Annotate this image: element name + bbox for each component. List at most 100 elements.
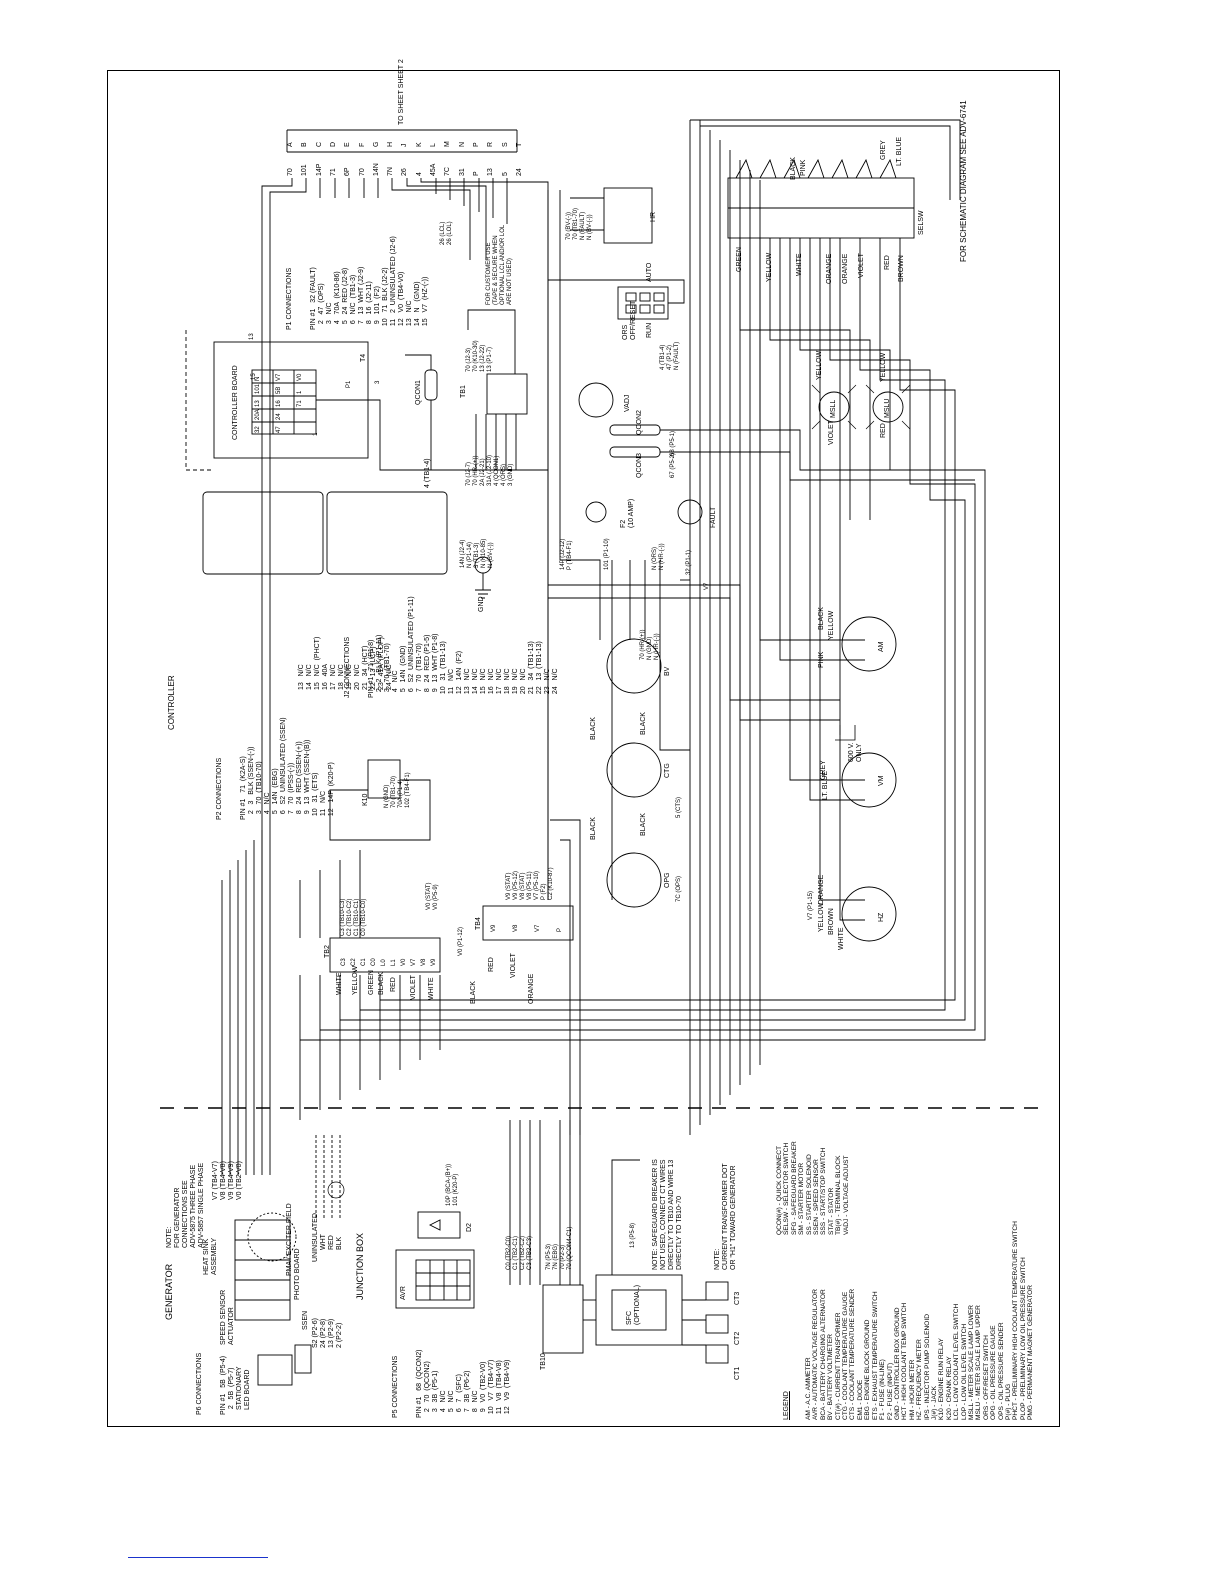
lead-13: 13 (P5-8) <box>630 1222 636 1248</box>
quick-connects <box>405 354 985 481</box>
generator-wire-color: RED <box>488 957 495 972</box>
msll-yellow: YELLOW <box>816 350 823 380</box>
j2-connections-rows: PIN #1 71 (P1-8) 2 2 BLK (P1-11) 3 70 (T… <box>368 596 559 698</box>
note-600v: 600 V. ONLY <box>848 742 863 762</box>
strip-letter: F <box>358 142 366 147</box>
k10-leads: N (GND) 70 (TB1-70) 70A (P1-4) 102 (TB4-… <box>384 772 411 808</box>
tb4-terminal: V8 <box>513 924 519 932</box>
qcon3-label: QCON3 <box>636 453 643 478</box>
gnd-leads: 14N (J2-4) N (P1-14) 3 (TB1-3) N (K10-85… <box>460 538 494 568</box>
p2-connections-rows: PIN #1 71 (K2A-S) 2 3 BLK (SSEN-(-)) 3 7… <box>240 717 335 820</box>
auto-label: AUTO <box>646 262 653 282</box>
selsw-wire-label: WHITE <box>796 253 803 276</box>
generator-wire-color: GREEN <box>368 970 375 995</box>
strip-wire: 13 <box>487 168 495 176</box>
junction-wires <box>315 1135 341 1220</box>
v-leads: V7 (TB4-V7) V8 (TB4-V8) V9 (TB4-V9) V0 (… <box>212 1161 243 1200</box>
strip-wire: 5 <box>501 172 509 176</box>
p1-1-lead: 32 (P1-1) <box>686 549 692 575</box>
p5-rows: PIN #1 68 (QCON2) 2 70 (QCON2) 3 3B (P5-… <box>416 1349 511 1418</box>
selsw-wire-label: PINK <box>800 159 807 176</box>
strip-letter: C <box>315 141 323 147</box>
strip-letter: L <box>430 143 437 147</box>
hz-label: HZ <box>878 912 885 922</box>
lamp-rays <box>811 384 911 430</box>
hr-leads: 70 (BV-(-)) 70 (TB1-70) N (FAULT) N (BV-… <box>566 207 593 240</box>
p1-10-lead: 101 (P1-10) <box>604 538 610 570</box>
legend-title: LEGEND <box>782 1391 790 1420</box>
generator-wire-color: WHITE <box>428 977 435 1000</box>
qcon2-label: QCON2 <box>636 410 643 435</box>
bv-label: BV <box>664 666 671 676</box>
fault-label: FAULT <box>710 506 717 528</box>
strip-letter: T <box>515 142 523 147</box>
opg-black: BLACK <box>640 813 647 836</box>
tb2-terminal: L0 <box>381 959 387 966</box>
msll-violet: VIOLET <box>828 420 835 445</box>
p2-connections: P2 CONNECTIONS PIN #1 71 (K2A-S) 2 3 BLK… <box>200 717 344 820</box>
red-label: RED <box>328 1235 335 1250</box>
generator-wire-color: BLACK <box>378 972 385 995</box>
tb2-terminal: V8 <box>421 958 427 966</box>
t4-label: T4 <box>360 353 367 362</box>
d2-diode <box>417 1211 461 1239</box>
selsw-wire-label: ORANGE <box>826 253 833 284</box>
strip-wire: 14N <box>372 163 380 176</box>
board-pin: 5B <box>276 386 282 394</box>
tb4-title: TB4 <box>475 917 482 930</box>
legend: LEGEND AM - A.C. AMMETER AVR - AUTOMATIC… <box>768 1221 1042 1420</box>
vm-ltblue: LT. BLUE <box>822 770 829 800</box>
p6-title: P6 CONNECTIONS <box>196 1352 203 1415</box>
am-label: AM <box>878 641 885 653</box>
f2-label: F2 (10 AMP) <box>620 498 635 528</box>
opg-lead: 7C (OPS) <box>676 875 682 902</box>
strip-wire: 71 <box>329 168 337 176</box>
strip-letter: E <box>344 142 352 147</box>
strip-wires <box>261 178 549 1000</box>
footer-link[interactable] <box>128 1557 268 1558</box>
ctg-label: CTG <box>664 763 671 778</box>
s-leads: S2 (P2-6) 24 (P2-8) 13 (P2-9) 2 (P2-2) <box>312 1318 343 1348</box>
p2-connections-title: P2 CONNECTIONS <box>216 757 223 820</box>
avr-block <box>395 1249 475 1309</box>
board-pin: 24 <box>276 413 282 420</box>
selsw-wire-label: LT. BLUE <box>896 136 903 166</box>
uninsulated-label: UNINSULATED <box>312 1213 319 1262</box>
strip-wire: 70 <box>358 168 366 176</box>
bv-black: BLACK <box>590 717 597 740</box>
tb4-terminal: V7 <box>535 924 541 932</box>
p5-connections: P5 CONNECTIONS PIN #1 68 (QCON2) 2 70 (Q… <box>376 1350 520 1418</box>
p1-connections: P1 CONNECTIONS PIN #1 32 (FAULT) 2 47 (O… <box>270 236 438 330</box>
strip-wire: 31 <box>458 168 466 176</box>
selsw-wire-label: YELLOW <box>766 252 773 282</box>
p5-title: P5 CONNECTIONS <box>392 1355 399 1418</box>
board-pin: V0 <box>297 373 303 381</box>
selsw-block <box>727 158 915 239</box>
ctg-lead: 5 (CTS) <box>676 797 682 818</box>
generator-wire-color: WHITE <box>336 972 343 995</box>
mslu-red: RED <box>880 423 887 438</box>
hour-meter <box>570 187 653 244</box>
tb4-leads: V9 (STAT) V9 (P5-12) V8 (STAT) V8 (P5-11… <box>506 867 554 900</box>
selsw-wire-label: RED <box>884 255 891 270</box>
strip-letter: D <box>329 141 337 147</box>
strip-letter: G <box>372 141 380 147</box>
board-pin: V7 <box>276 373 282 381</box>
board-pin: 1 <box>297 390 303 394</box>
generator-wire-color: RED <box>390 977 397 992</box>
strip-letter: J <box>401 143 409 148</box>
ssen-label: SSEN <box>302 1310 309 1330</box>
ct-note: NOTE: CURRENT TRANSFORMER DOT OR "H1" TO… <box>714 1163 737 1270</box>
strip-letter: N <box>458 141 466 147</box>
bv-leads: 70 (HR-(+)) N (GND) N (HR-(-)) <box>640 629 660 660</box>
board-pin: 101 <box>255 383 261 394</box>
p1-connections-title: P1 CONNECTIONS <box>286 267 293 330</box>
am-pink: PINK <box>818 651 825 668</box>
tb1-leads: 70 (J2-3) 70 (K10-30) 13 (J2-22) 13 (P1-… <box>466 340 493 372</box>
mslu-label: MSLU <box>884 398 891 418</box>
hz-yellow: YELLOW <box>818 902 825 932</box>
n-ors-leads: N (ORS) N (HR-(-)) <box>652 543 665 570</box>
schematic-note: FOR SCHEMATIC DIAGRAM SEE ADV-6741 <box>959 100 968 262</box>
strip-wire: 7N <box>387 167 395 176</box>
strip-wire: 7C <box>444 167 452 176</box>
